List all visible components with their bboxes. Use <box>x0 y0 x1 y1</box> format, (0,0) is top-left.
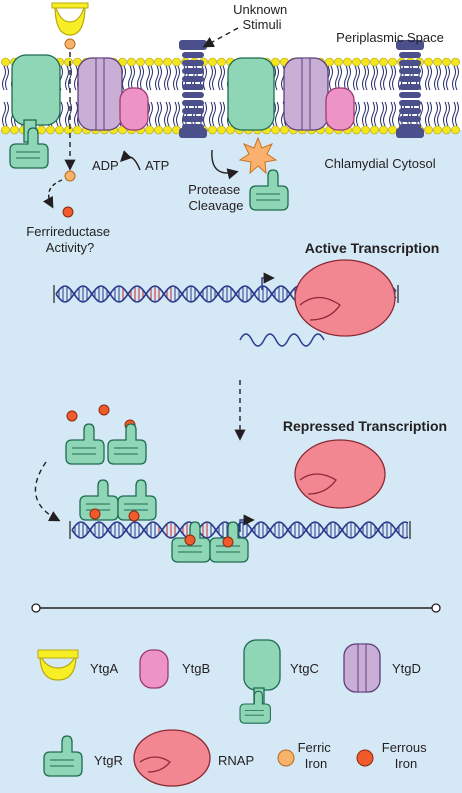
atp-label: ATP <box>145 158 169 173</box>
mrna-transcript <box>239 333 325 347</box>
legend-ytgr: YtgR <box>43 735 123 777</box>
protease-cleavage-label: Protease Cleavage <box>188 182 244 213</box>
periplasmic-space-label: Periplasmic Space <box>336 30 444 45</box>
legend-ytga-label: YtgA <box>90 661 119 676</box>
atp-hydrolysis-arrow <box>120 150 141 171</box>
separator-endpoint-left <box>31 603 41 613</box>
ytgr-repressor-complex <box>79 479 249 563</box>
repressed-transcription-title: Repressed Transcription <box>283 418 447 434</box>
legend-ferrous-label: Ferrous Iron <box>382 740 430 771</box>
ferrous-iron-free-1 <box>66 410 78 422</box>
legend-ferrous-iron: Ferrous Iron <box>356 740 430 771</box>
ytgd-protein-right <box>283 57 329 131</box>
stimuli-arrow <box>202 27 239 48</box>
ytgb-protein-right <box>325 87 355 131</box>
legend-ytgb: YtgB <box>139 649 210 689</box>
ferrireductase-arrow <box>43 179 63 209</box>
stimulus-receptor-right <box>396 40 424 138</box>
chlamydial-cytosol-label: Chlamydial Cytosol <box>324 156 435 171</box>
legend-rnap-label: RNAP <box>218 753 254 768</box>
legend-ytgd: YtgD <box>343 643 421 693</box>
legend-rnap: RNAP <box>133 729 254 787</box>
tss-arrow-active <box>261 272 275 290</box>
legend-ytgc-label: YtgC <box>290 661 319 676</box>
ferric-iron-cytosol <box>64 170 76 182</box>
ytgb-protein-left <box>119 87 149 131</box>
unknown-stimuli-label: Unknown Stimuli <box>233 2 291 32</box>
adp-label: ADP <box>92 158 119 173</box>
legend: YtgA YtgB YtgC YtgD YtgR RNAP <box>37 639 430 787</box>
legend-ytgc: YtgC <box>239 639 319 724</box>
rnap-repressed <box>294 439 386 509</box>
separator-endpoint-right <box>431 603 441 613</box>
legend-ytgd-label: YtgD <box>392 661 421 676</box>
ytgc-protein-center <box>227 57 275 131</box>
stimulus-receptor <box>179 40 207 138</box>
active-transcription-title: Active Transcription <box>305 240 440 256</box>
ytgd-protein-left <box>77 57 123 131</box>
ferrous-iron-cytosol <box>62 206 74 218</box>
protease-starburst <box>238 136 278 175</box>
legend-ferric-iron: Ferric Iron <box>277 740 335 771</box>
legend-ytgr-label: YtgR <box>94 753 123 768</box>
protease-arrow <box>211 149 239 180</box>
ferrireductase-label: Ferrireductase Activity? <box>26 224 113 255</box>
legend-ytga: YtgA <box>37 649 119 681</box>
ytga-protein <box>51 2 89 36</box>
ferrous-iron-free-2 <box>98 404 110 416</box>
legend-ytgb-label: YtgB <box>182 661 210 676</box>
rnap-active <box>294 259 396 337</box>
legend-ferric-label: Ferric Iron <box>298 740 335 771</box>
tss-arrow-repressed <box>239 514 255 532</box>
ferric-iron-periplasm <box>64 38 76 50</box>
